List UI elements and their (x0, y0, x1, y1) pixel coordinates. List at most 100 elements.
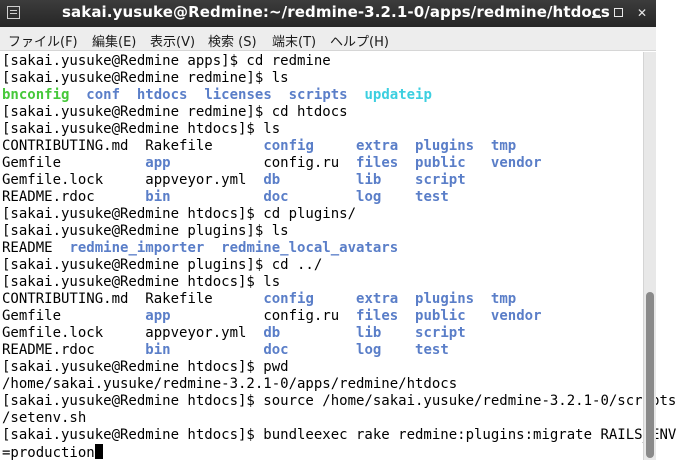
directory-entry: public (415, 308, 466, 324)
directory-entry: db (263, 325, 281, 341)
directory-entry: tmp (490, 291, 517, 307)
terminal-text: [sakai.yusuke@Redmine htdocs]$ bundleexe… (2, 427, 676, 443)
close-button[interactable]: ✕ (636, 6, 648, 20)
directory-entry: doc (263, 342, 289, 358)
directory-entry: log (356, 342, 382, 358)
scrollbar-thumb[interactable] (646, 292, 654, 458)
directory-entry: doc (263, 189, 289, 205)
terminal-line: /home/sakai.yusuke/redmine-3.2.1-0/apps/… (2, 376, 457, 393)
terminal-text: /setenv.sh (2, 410, 87, 426)
terminal-line: README redmine_importer redmine_local_av… (2, 240, 398, 257)
terminal-text: README.rdoc (2, 189, 95, 205)
terminal-text: [sakai.yusuke@Redmine apps]$ cd redmine (2, 53, 331, 69)
menu-edit[interactable]: 編集(E) (92, 35, 137, 50)
terminal-line: [sakai.yusuke@Redmine htdocs]$ source /h… (2, 393, 676, 410)
minimize-button[interactable] (588, 4, 606, 22)
directory-entry: public (415, 155, 466, 171)
directory-entry: script (415, 172, 466, 188)
directory-entry: test (415, 342, 449, 358)
terminal-text: Gemfile.lock (2, 172, 104, 188)
terminal-text: Rakefile (145, 291, 213, 307)
directory-entry: config (263, 138, 314, 154)
terminal-output[interactable]: [sakai.yusuke@Redmine apps]$ cd redmine[… (0, 52, 676, 461)
terminal-text: [sakai.yusuke@Redmine htdocs]$ ls (2, 121, 281, 137)
directory-entry: files (356, 308, 399, 324)
directory-entry: vendor (490, 155, 542, 171)
menu-bar: ファイル(F) 編集(E) 表示(V) 検索 (S) 端末(T) ヘルプ(H) (0, 27, 656, 51)
terminal-text: [sakai.yusuke@Redmine htdocs]$ pwd (2, 359, 289, 375)
directory-entry: extra (356, 138, 399, 154)
window-title: sakai.yusuke@Redmine:~/redmine-3.2.1-0/a… (62, 3, 610, 21)
directory-entry: extra (356, 291, 399, 307)
file-entry: updateip (364, 87, 432, 103)
menu-terminal[interactable]: 端末(T) (272, 35, 317, 50)
directory-entry: lib (356, 325, 382, 341)
directory-entry: conf (86, 87, 121, 103)
terminal-line: [sakai.yusuke@Redmine htdocs]$ ls (2, 121, 280, 138)
terminal-text: [sakai.yusuke@Redmine htdocs]$ cd plugin… (2, 206, 357, 222)
directory-entry: licenses (204, 87, 272, 103)
directory-entry: redmine_local_avatars (221, 240, 399, 256)
terminal-line: [sakai.yusuke@Redmine plugins]$ cd ../ (2, 257, 322, 274)
terminal-line: [sakai.yusuke@Redmine htdocs]$ ls (2, 274, 280, 291)
terminal-line: /setenv.sh (2, 410, 86, 427)
terminal-text (69, 87, 86, 103)
menu-file[interactable]: ファイル(F) (8, 35, 78, 50)
terminal-line: [sakai.yusuke@Redmine redmine]$ ls (2, 70, 289, 87)
terminal-line: bnconfig conf htdocs licenses scripts up… (2, 87, 432, 104)
directory-entry: db (263, 172, 281, 188)
terminal-text: config.ru (263, 308, 340, 324)
terminal-text: [sakai.yusuke@Redmine redmine]$ cd htdoc… (2, 104, 348, 120)
terminal-text: Gemfile (2, 155, 62, 171)
directory-entry: test (415, 189, 449, 205)
terminal-text (272, 87, 289, 103)
terminal-text: config.ru (263, 155, 340, 171)
terminal-text: CONTRIBUTING.md (2, 291, 129, 307)
text-cursor (94, 444, 103, 459)
terminal-text: [sakai.yusuke@Redmine redmine]$ ls (2, 70, 289, 86)
directory-entry: app (145, 155, 171, 171)
maximize-button[interactable] (610, 4, 628, 22)
directory-entry: bin (145, 189, 171, 205)
terminal-line: [sakai.yusuke@Redmine htdocs]$ bundleexe… (2, 427, 676, 444)
terminal-text: Gemfile (2, 308, 62, 324)
file-entry: bnconfig (2, 87, 70, 103)
directory-entry: log (356, 189, 382, 205)
window-menu-icon[interactable] (7, 6, 20, 19)
terminal-text: appveyor.yml (145, 325, 247, 341)
terminal-text: [sakai.yusuke@Redmine htdocs]$ ls (2, 274, 281, 290)
directory-entry: lib (356, 172, 382, 188)
vertical-scrollbar[interactable] (643, 52, 656, 460)
directory-entry: script (415, 325, 466, 341)
terminal-text: /home/sakai.yusuke/redmine-3.2.1-0/apps/… (2, 376, 458, 392)
directory-entry: bin (145, 342, 171, 358)
directory-entry: plugins (415, 138, 475, 154)
directory-entry: files (356, 155, 399, 171)
terminal-text (204, 240, 221, 256)
menu-search[interactable]: 検索 (S) (208, 35, 257, 50)
terminal-line: [sakai.yusuke@Redmine plugins]$ ls (2, 223, 289, 240)
directory-entry: vendor (490, 308, 542, 324)
terminal-text: CONTRIBUTING.md (2, 138, 129, 154)
terminal-line: [sakai.yusuke@Redmine apps]$ cd redmine (2, 53, 331, 70)
menu-view[interactable]: 表示(V) (150, 35, 196, 50)
terminal-text: [sakai.yusuke@Redmine plugins]$ cd ../ (2, 257, 323, 273)
terminal-text: [sakai.yusuke@Redmine plugins]$ ls (2, 223, 289, 239)
terminal-text: [sakai.yusuke@Redmine htdocs]$ source /h… (2, 393, 676, 409)
directory-entry: scripts (288, 87, 348, 103)
title-bar[interactable]: sakai.yusuke@Redmine:~/redmine-3.2.1-0/a… (0, 0, 656, 27)
terminal-text: =production (2, 445, 95, 461)
directory-entry: plugins (415, 291, 475, 307)
directory-entry: htdocs (136, 87, 188, 103)
terminal-line: [sakai.yusuke@Redmine redmine]$ cd htdoc… (2, 104, 348, 121)
terminal-text (348, 87, 365, 103)
menu-help[interactable]: ヘルプ(H) (330, 35, 389, 50)
directory-entry: app (145, 308, 171, 324)
terminal-text: Rakefile (145, 138, 213, 154)
terminal-text (120, 87, 137, 103)
terminal-line: [sakai.yusuke@Redmine htdocs]$ pwd (2, 359, 289, 376)
terminal-text (187, 87, 204, 103)
terminal-text: README (2, 240, 70, 256)
terminal-text: Gemfile.lock (2, 325, 104, 341)
